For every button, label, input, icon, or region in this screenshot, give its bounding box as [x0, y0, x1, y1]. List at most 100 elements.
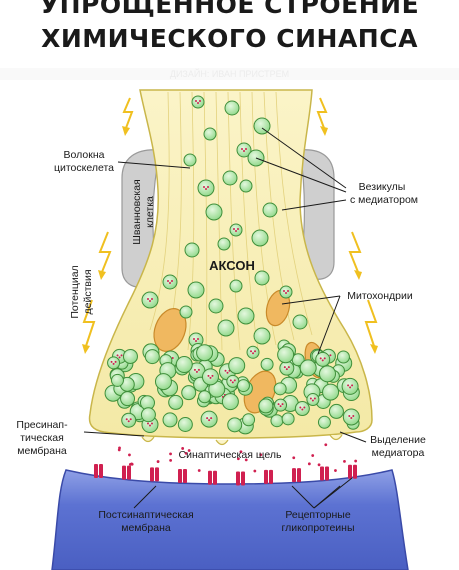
- label-mitochondria: Митохондрии: [347, 290, 413, 302]
- title-line-2: ХИМИЧЕСКОГО СИНАПСА: [41, 24, 418, 53]
- arrow-heads: [82, 126, 378, 354]
- vesicle: [179, 305, 193, 319]
- vesicle: [222, 170, 238, 186]
- vesicle: [342, 408, 360, 426]
- vesicle: [317, 415, 331, 429]
- vesicle: [236, 379, 250, 393]
- mediator-molecule: [343, 459, 346, 463]
- label-cytoskeleton-fibers-1: Волокна: [64, 149, 105, 161]
- mediator-molecule: [292, 456, 296, 460]
- mediator-molecule: [130, 462, 134, 466]
- mediator-molecule: [354, 459, 358, 463]
- vesicle: [217, 319, 235, 337]
- vesicle: [144, 349, 160, 365]
- vesicle: [191, 95, 205, 109]
- vesicles-group: [104, 95, 360, 435]
- label-receptor-glycoproteins-1: Рецепторные: [285, 509, 351, 521]
- receptor: [348, 464, 357, 479]
- vesicle: [322, 383, 340, 401]
- label-presynaptic-membrane-1: Пресинап-: [16, 419, 68, 431]
- receptor: [208, 470, 217, 485]
- vesicle: [181, 385, 197, 401]
- lightning-arrow: [348, 231, 362, 273]
- vesicle: [183, 153, 197, 167]
- mediator-molecule: [128, 453, 131, 457]
- axon-body: [88, 89, 373, 439]
- mediator-molecule: [197, 469, 201, 472]
- label-vesicles-1: Везикулы: [359, 181, 406, 193]
- mediator-molecule: [156, 460, 160, 463]
- mediator-molecule: [307, 462, 311, 466]
- vesicle: [197, 179, 215, 197]
- label-cytoskeleton-fibers-2: цитоскелета: [54, 162, 114, 174]
- vesicle: [274, 398, 288, 412]
- vesicle: [162, 274, 178, 290]
- vesicle: [227, 417, 243, 433]
- vesicle: [299, 359, 317, 377]
- vesicle: [203, 127, 217, 141]
- mediator-molecule: [169, 458, 173, 462]
- title-line-1: УПРОЩЕННОЕ СТРОЕНИЕ: [39, 0, 420, 19]
- mediator-molecule: [118, 446, 121, 450]
- receptor: [94, 463, 103, 478]
- label-presynaptic-membrane-2: тическая: [20, 432, 64, 444]
- vesicle: [229, 279, 243, 293]
- label-action-potential-1: Потенциал: [69, 265, 81, 318]
- vesicle: [107, 356, 121, 370]
- vesicle: [306, 393, 320, 407]
- vesicle: [253, 327, 271, 345]
- mediator-molecule: [169, 452, 172, 456]
- receptor: [292, 468, 301, 483]
- vesicle: [251, 229, 269, 247]
- vesicle: [200, 410, 218, 428]
- postsynaptic-cell: [51, 469, 409, 570]
- vesicle: [254, 270, 270, 286]
- vesicle: [318, 365, 336, 383]
- receptor: [178, 469, 187, 483]
- label-mediator-release-2: медиатора: [372, 447, 425, 459]
- action-potential-arrows: [82, 97, 378, 347]
- vesicle: [196, 344, 214, 362]
- designer-credit: ДИЗАЙН: ИВАН ПРИСТРЕМ: [0, 68, 459, 80]
- vesicle: [221, 393, 239, 411]
- vesicle: [341, 377, 359, 395]
- label-schwann-cell-1: Шванновская: [131, 179, 143, 244]
- label-action-potential-2: действия: [82, 269, 94, 314]
- vesicle: [236, 142, 252, 158]
- vesicle: [246, 345, 260, 359]
- vesicle: [120, 391, 136, 407]
- vesicle: [162, 412, 178, 428]
- label-axon: АКСОН: [209, 258, 255, 273]
- lightning-arrow: [364, 299, 378, 347]
- vesicle: [187, 281, 205, 299]
- vesicle: [279, 360, 295, 376]
- lightning-arrow: [98, 231, 112, 273]
- mediator-molecule: [324, 443, 328, 447]
- label-vesicles-2: с медиатором: [350, 194, 418, 206]
- mediator-molecule: [259, 453, 263, 457]
- vesicle: [217, 237, 231, 251]
- vesicle: [140, 407, 156, 423]
- vesicle: [294, 401, 310, 417]
- mediator-molecule: [239, 450, 243, 454]
- vesicle: [229, 223, 243, 237]
- leader-lines: [83, 127, 367, 509]
- vesicle: [177, 417, 193, 433]
- vesicle: [122, 348, 138, 364]
- vesicle: [184, 242, 200, 258]
- vesicle: [270, 414, 284, 428]
- mediator-molecule: [244, 458, 248, 462]
- vesicle: [277, 346, 295, 364]
- vesicle: [315, 351, 331, 367]
- label-mediator-release-1: Выделение: [370, 434, 426, 446]
- receptor: [150, 467, 159, 482]
- mitochondrion: [153, 308, 187, 352]
- vesicle: [121, 412, 137, 428]
- vesicle: [336, 350, 350, 364]
- vesicle: [175, 356, 193, 374]
- vesicle: [205, 203, 223, 221]
- lightning-arrow: [316, 97, 328, 129]
- receptor-glycoproteins-group: [94, 463, 357, 486]
- lightning-arrow: [122, 97, 134, 129]
